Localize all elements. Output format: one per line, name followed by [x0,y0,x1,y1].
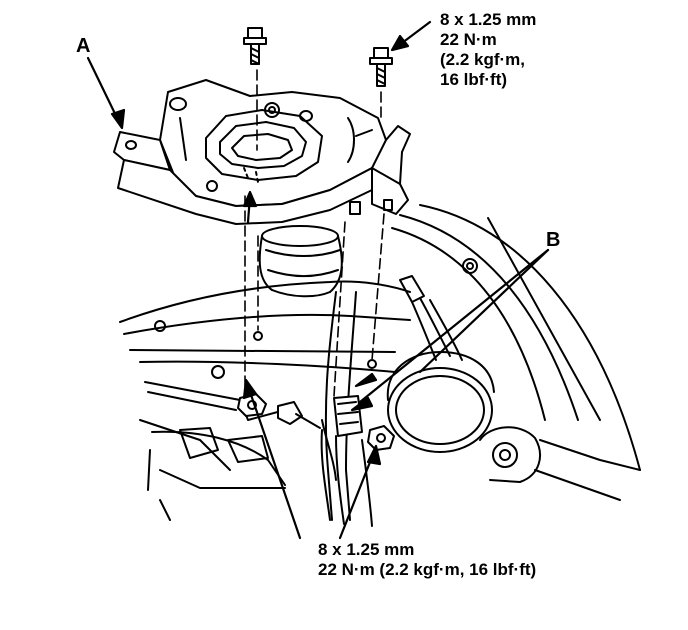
leader-arrows [86,20,550,540]
harness-connector-b [321,395,363,481]
callout-a-label: A [76,35,91,57]
torque-top-size: 8 x 1.25 mm [440,10,537,29]
bracket-details [169,97,393,215]
torque-spec-top: 8 x 1.25 mm 22 N·m (2.2 kgf·m, 16 lbf·ft… [440,10,536,90]
mount-collar [258,225,343,298]
ground-terminal [277,401,321,429]
mounting-bracket-a [113,79,411,225]
alignment-lines [244,69,385,397]
torque-top-kgf: (2.2 kgf·m, [440,50,526,69]
callout-b-label: B [546,229,561,251]
bolt-mount-points [253,331,377,369]
torque-top-nm: 22 N·m [440,30,497,49]
torque-bottom-size: 8 x 1.25 mm [318,540,415,559]
top-bolt-right [369,47,393,87]
torque-bottom-values: 22 N·m (2.2 kgf·m, 16 lbf·ft) [318,560,537,579]
torque-spec-bottom: 8 x 1.25 mm 22 N·m (2.2 kgf·m, 16 lbf·ft… [318,540,536,580]
lower-nut-right [367,425,395,451]
engine-background [119,204,641,521]
top-bolt-left [243,27,267,65]
wiring-harness [320,429,373,527]
torque-top-lbf: 16 lbf·ft) [440,70,508,89]
